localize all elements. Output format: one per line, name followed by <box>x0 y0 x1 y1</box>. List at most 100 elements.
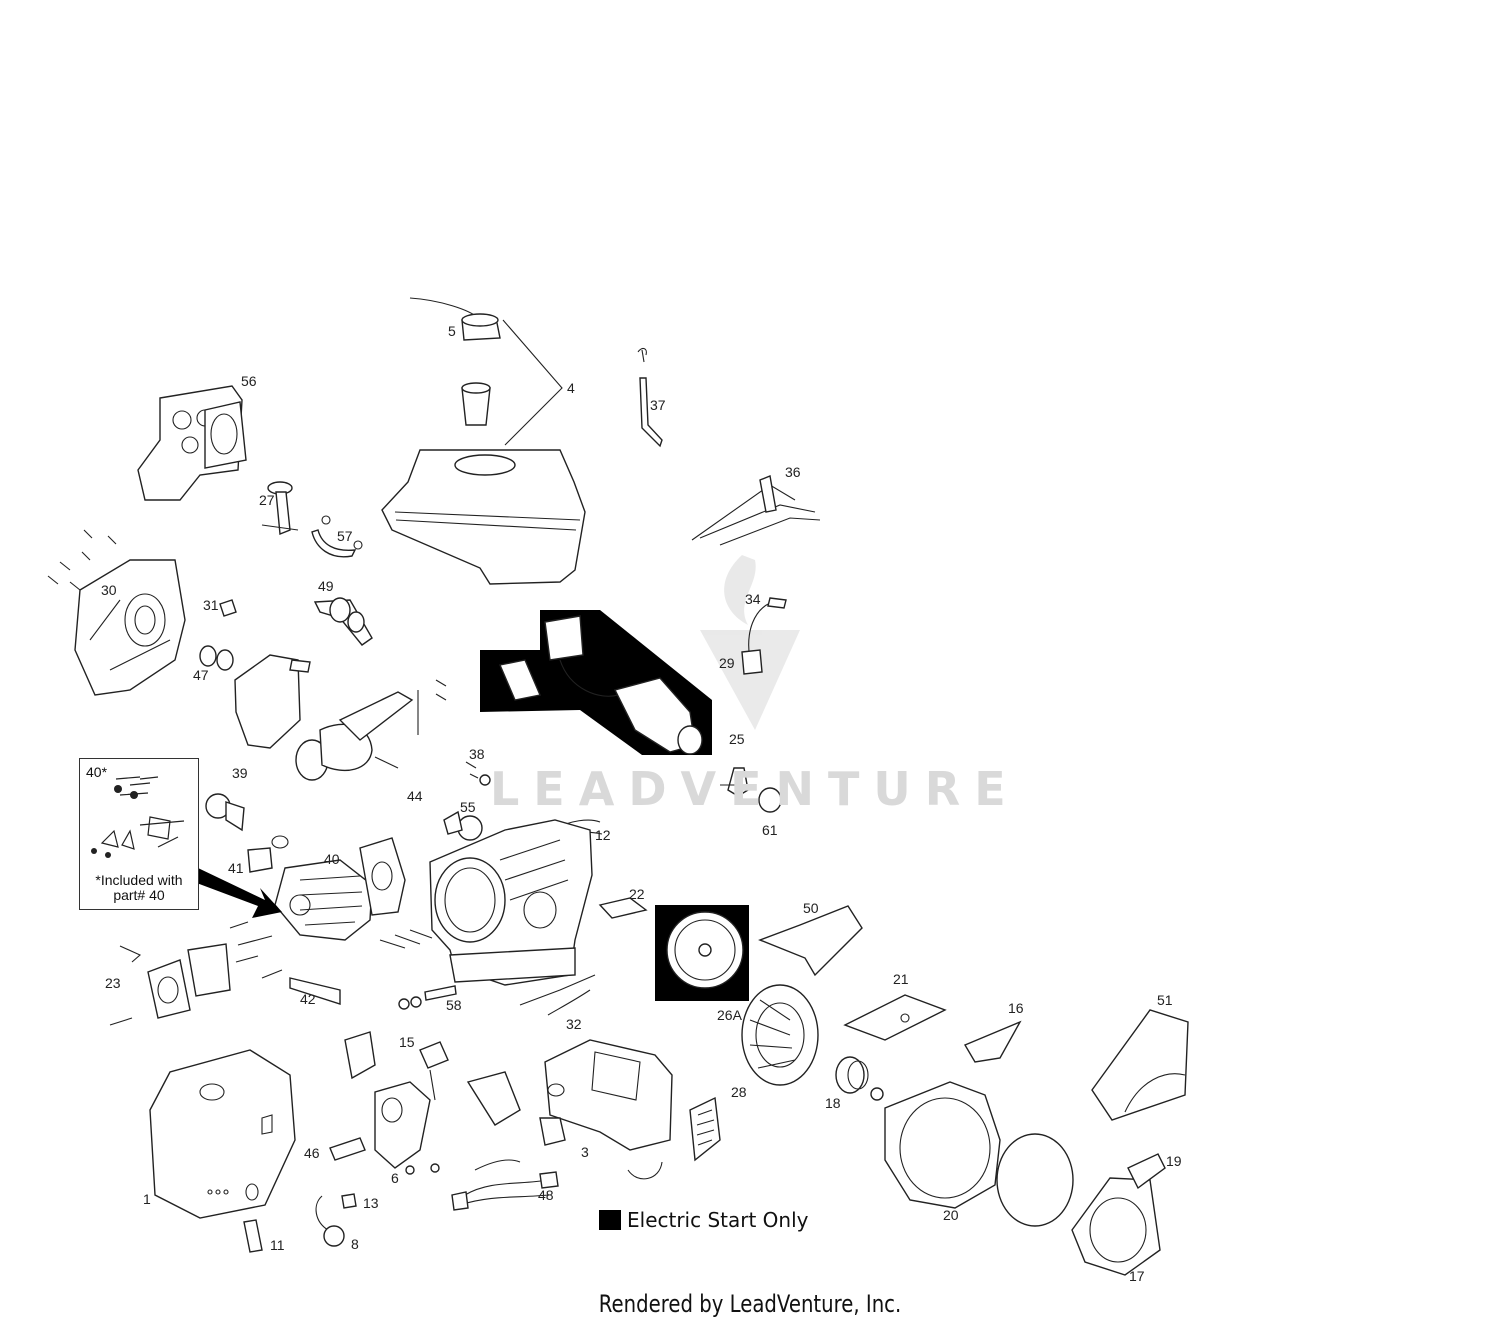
note-title: 40* <box>86 764 108 780</box>
crank-pin-part <box>398 985 457 1010</box>
callout-31: 31 <box>203 597 219 613</box>
callout-23: 23 <box>105 975 121 991</box>
bearing-seal-part <box>199 645 234 671</box>
callout-8: 8 <box>351 1236 359 1252</box>
choke-lever-part <box>637 347 663 448</box>
fuel-cap-part <box>409 297 501 341</box>
breather-hose-part <box>311 515 363 558</box>
watermark-logo-icon <box>700 555 800 730</box>
gasket-set-part <box>137 385 247 501</box>
callout-57: 57 <box>337 528 353 544</box>
governor-gear-part <box>443 810 483 841</box>
head-gasket-part <box>359 837 406 916</box>
muffler-part <box>539 1039 673 1151</box>
callout-58: 58 <box>446 997 462 1013</box>
callout-38: 38 <box>469 746 485 762</box>
callout-28: 28 <box>731 1084 747 1100</box>
baffle-part <box>758 905 863 977</box>
legend-swatch <box>599 1210 621 1230</box>
head-studs-part <box>229 921 433 979</box>
shroud-bracket-part <box>963 1020 1022 1063</box>
ignition-switch-part <box>243 1219 263 1253</box>
callout-44: 44 <box>407 788 423 804</box>
cooling-fan-part <box>741 984 819 1086</box>
callout-4: 4 <box>567 380 575 396</box>
callout-6: 6 <box>391 1170 399 1186</box>
crankshaft-part <box>313 597 373 646</box>
callout-3: 3 <box>581 1144 589 1160</box>
cover-gasket-part <box>234 654 311 749</box>
starter-cup-part <box>835 1056 884 1101</box>
callout-18: 18 <box>825 1095 841 1111</box>
legend-label: Electric Start Only <box>627 1208 809 1232</box>
callout-17: 17 <box>1129 1268 1145 1284</box>
callout-29: 29 <box>719 655 735 671</box>
control-cables-part <box>691 475 821 546</box>
callout-61: 61 <box>762 822 778 838</box>
oil-alert-light-part <box>315 1193 357 1247</box>
callout-40: 40 <box>324 851 340 867</box>
engine-block-part <box>429 819 593 986</box>
callout-48: 48 <box>538 1187 554 1203</box>
callout-20: 20 <box>943 1207 959 1223</box>
callout-26A: 26A <box>717 1007 742 1023</box>
ground-cable-part <box>519 974 596 1016</box>
callout-13: 13 <box>363 1195 379 1211</box>
oil-sensor-part <box>219 599 237 617</box>
callout-1: 1 <box>143 1191 151 1207</box>
piston-assembly-part <box>295 679 447 781</box>
cylinder-head-part <box>247 835 373 941</box>
valve-parts-icon <box>91 776 185 858</box>
dipstick-part <box>261 481 299 535</box>
included-parts-note: 40* *Included with part# 40 <box>79 758 199 910</box>
callout-47: 47 <box>193 667 209 683</box>
callout-25: 25 <box>729 731 745 747</box>
ignition-coil-part <box>741 597 787 675</box>
callout-39: 39 <box>232 765 248 781</box>
callout-46: 46 <box>304 1145 320 1161</box>
note-arrow-icon <box>194 868 282 918</box>
side-panel-part <box>1091 1009 1189 1121</box>
callout-56: 56 <box>241 373 257 389</box>
note-text: *Included with part# 40 <box>95 872 183 903</box>
flywheel-electric-part <box>655 905 749 1001</box>
callout-55: 55 <box>460 799 476 815</box>
spark-arrester-part <box>627 1096 721 1180</box>
callout-22: 22 <box>629 886 645 902</box>
watermark-text: LEADVENTURE <box>490 762 1020 816</box>
electric-start-kit-part <box>480 610 712 755</box>
callout-49: 49 <box>318 578 334 594</box>
camshaft-part <box>205 793 245 832</box>
carb-clip-part <box>329 1137 366 1161</box>
governor-spring-part <box>465 761 491 786</box>
blower-housing-part <box>884 1081 1001 1209</box>
callout-41: 41 <box>228 860 244 876</box>
callout-12: 12 <box>595 827 611 843</box>
callout-37: 37 <box>650 397 666 413</box>
fuel-tank-part <box>381 319 586 585</box>
callout-30: 30 <box>101 582 117 598</box>
muffler-bracket-part <box>289 977 341 1005</box>
starter-harness-part <box>451 1159 559 1211</box>
callout-27: 27 <box>259 492 275 508</box>
callout-36: 36 <box>785 464 801 480</box>
wire-bracket-part <box>598 897 648 919</box>
exhaust-flange-part <box>109 943 231 1026</box>
base-plate-part <box>843 994 947 1041</box>
callout-5: 5 <box>448 323 456 339</box>
legend: Electric Start Only <box>599 1208 809 1232</box>
callout-21: 21 <box>893 971 909 987</box>
footer-credit: Rendered by LeadVenture, Inc. <box>598 1290 902 1318</box>
callout-34: 34 <box>745 591 761 607</box>
callout-51: 51 <box>1157 992 1173 1008</box>
callout-15: 15 <box>399 1034 415 1050</box>
callout-11: 11 <box>270 1237 285 1253</box>
recoil-starter-part <box>1071 1153 1166 1276</box>
debris-screen-part <box>996 1133 1074 1227</box>
carburetor-part <box>344 1031 449 1175</box>
callout-16: 16 <box>1008 1000 1024 1016</box>
heat-shield-part <box>466 1071 521 1126</box>
engine-cover-part <box>149 1049 296 1219</box>
fuel-valve-part <box>720 767 782 813</box>
